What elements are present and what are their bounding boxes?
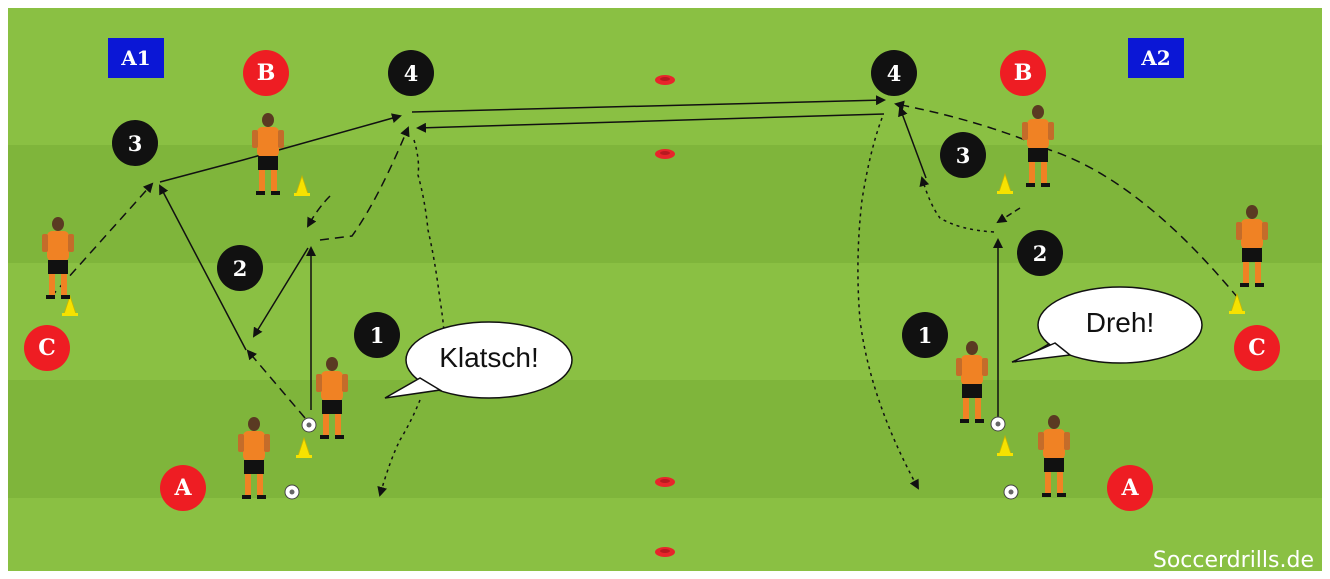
station-label-a1: A1 (108, 38, 164, 78)
step-4-left: 4 (388, 50, 434, 96)
role-a-right: A (1107, 465, 1153, 511)
run-line (894, 100, 1239, 299)
step-2-right: 2 (1017, 230, 1063, 276)
step-4-right: 4 (871, 50, 917, 96)
long-pass-line (416, 113, 885, 133)
role-c-right: C (1234, 325, 1280, 371)
marker-disc-icon (655, 75, 675, 85)
dribble-line (413, 139, 446, 356)
role-a-left: A (160, 465, 206, 511)
speech-bubble-right (1011, 286, 1203, 364)
pass-line (159, 113, 402, 183)
callout-left-text: Klatsch! (439, 342, 539, 373)
role-b-right: B (1000, 50, 1046, 96)
pass-line (49, 182, 154, 299)
long-pass-line (411, 95, 886, 113)
soccer-ball-icon (284, 484, 300, 500)
soccer-ball-icon (1003, 484, 1019, 500)
step-1-left: 1 (354, 312, 400, 358)
left-passing-lines (49, 95, 886, 497)
marker-disc-icon (655, 149, 675, 159)
dribble-line (919, 176, 995, 233)
soccer-ball-icon (990, 416, 1006, 432)
pass-line (898, 106, 927, 179)
dribble-line (377, 399, 421, 497)
step-2-left: 2 (217, 245, 263, 291)
speech-bubble-left (384, 321, 573, 399)
watermark: Soccerdrills.de (1152, 548, 1314, 573)
pass-line (252, 247, 309, 338)
run-line (319, 126, 410, 241)
station-label-a2: A2 (1128, 38, 1184, 78)
pass-line (159, 184, 247, 351)
role-b-left: B (243, 50, 289, 96)
callout-right-text: Dreh! (1085, 307, 1155, 338)
run-line (307, 195, 331, 228)
marker-disc-icon (655, 477, 675, 487)
step-3-left: 3 (112, 120, 158, 166)
run-line (996, 207, 1021, 224)
role-c-left: C (24, 325, 70, 371)
step-1-right: 1 (902, 312, 948, 358)
step-3-right: 3 (940, 132, 986, 178)
soccer-ball-icon (301, 417, 317, 433)
marker-disc-icon (655, 547, 675, 557)
